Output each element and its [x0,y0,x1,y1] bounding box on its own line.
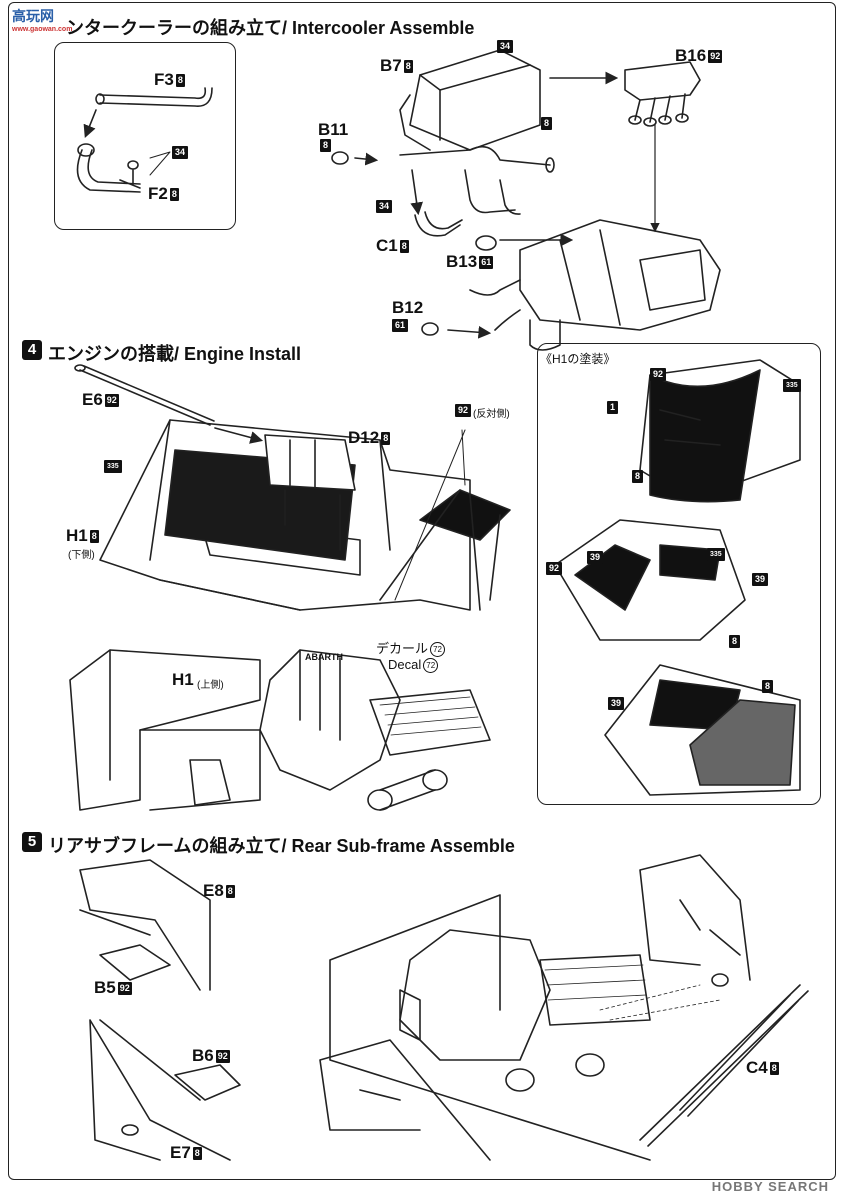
final-front-frame [639,854,751,987]
note-opposite-side: (反対側) [473,409,510,420]
f-parts-inset [54,42,236,230]
paint-code-335-a: 335 [783,379,801,392]
site-logo-text: 高玩网 [12,8,54,24]
b12-cap [421,322,439,336]
h1-paint-view-1 [639,359,801,503]
f3-pipe [95,87,213,107]
part-b11: B11 [318,120,349,139]
paint-code-39-b: 39 [752,573,769,586]
c1-hose [414,211,463,237]
footer-watermark: HOBBY SEARCH [711,1179,829,1194]
step5-title: 5 リアサブフレームの組み立て/ Rear Sub-frame Assemble [22,832,515,858]
rear-strut-frame [379,489,511,611]
code-34-c1: 34 [376,200,393,213]
final-engine [399,929,651,1092]
b13-cap [475,235,497,251]
b5-arm [99,944,171,981]
step5-number: 5 [22,832,42,852]
step3-title-text: ンタークーラーの組み立て/ Intercooler Assemble [66,18,475,38]
h1-paint-view-2 [554,519,746,641]
painting-title: 《H1の塗装》 [540,352,616,366]
h1-painting-inset: 《H1の塗装》 [537,343,821,805]
chassis-h1-lower [69,649,261,811]
paint-code-92-b: 92 [546,562,563,575]
site-url: www.gaowan.com [12,26,73,33]
b11-cap [331,151,349,165]
note-upper-side: (上側) [197,680,224,691]
part-h1-upper: H1 [172,670,194,689]
code-92-opposite: 92 [455,404,472,417]
code-8-b11: 8 [320,139,332,152]
code-34-b7: 34 [497,40,514,53]
lower-hose-3 [469,279,521,331]
paint-code-92-a: 92 [650,368,667,381]
paint-code-8-b: 8 [729,635,741,648]
engine-block-3 [519,219,721,351]
code-61-b12: 61 [392,319,409,332]
h1-paint-view-3 [604,664,801,796]
paint-code-1: 1 [607,401,619,414]
abarth-text: ABARTH [305,652,343,662]
e8-subframe [79,859,211,991]
code-335-panel: 335 [104,460,122,473]
arrow-f3-f2 [83,109,97,138]
code-34-f2: 34 [172,146,189,159]
engine-assembly-4 [259,649,491,811]
site-logo: 高玩网 www.gaowan.com [12,6,72,33]
note-lower-side: (下側) [68,550,95,561]
code-8-b7: 8 [541,117,553,130]
intercooler-b7 [399,49,541,151]
c4-rods [639,984,809,1147]
paint-code-335-b: 335 [707,548,725,561]
paint-code-39-c: 39 [608,697,625,710]
e6-rod [74,364,215,426]
page-frame [8,2,836,1180]
b16-manifold [624,61,701,127]
e7-subframe [89,1019,231,1161]
paint-code-39-a: 39 [587,551,604,564]
step4-title: 4 エンジンの搭載/ Engine Install [22,340,301,366]
paint-code-8-a: 8 [632,470,644,483]
step4-title-text: エンジンの搭載/ Engine Install [48,344,302,364]
f2-pipe [76,143,141,193]
b6-arm [174,1064,241,1101]
rear-chassis [99,419,471,611]
d12-airbox [264,434,356,491]
final-rear-frame [319,1039,491,1161]
paint-code-8-c: 8 [762,680,774,693]
step5-title-text: リアサブフレームの組み立て/ Rear Sub-frame Assemble [48,836,515,856]
step3-title: ンタークーラーの組み立て/ Intercooler Assemble [66,14,474,40]
intake-pipes [399,145,555,215]
part-b12: B12 [392,298,424,317]
step4-number: 4 [22,340,42,360]
